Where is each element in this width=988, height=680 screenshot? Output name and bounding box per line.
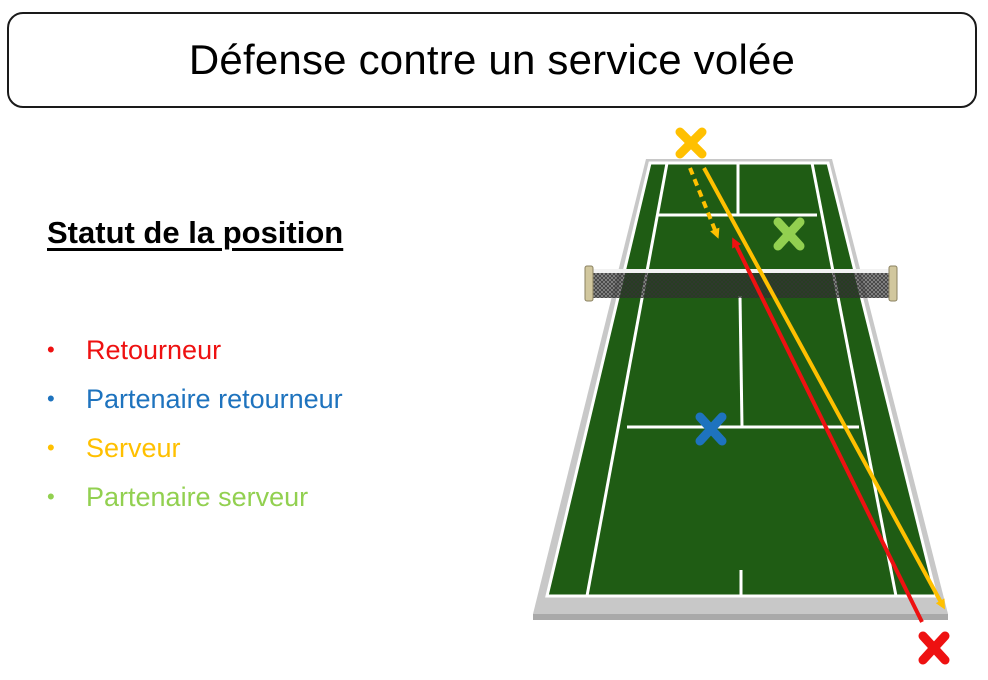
- court-surround-edge: [533, 614, 948, 620]
- tennis-net: [584, 265, 898, 302]
- bullet-icon: •: [47, 483, 55, 509]
- returner-marker-icon: [918, 631, 950, 665]
- legend-label-server-partner: Partenaire serveur: [86, 481, 309, 512]
- shot-trajectories: [688, 167, 945, 623]
- return-path-arrow: [732, 237, 924, 623]
- server-approach-arrow: [688, 167, 720, 239]
- section-subtitle: Statut de la position: [47, 215, 344, 250]
- server-partner-marker-icon: [773, 217, 805, 251]
- legend-list: • Retourneur • Partenaire retourneur • S…: [47, 325, 343, 521]
- legend-item-server: • Serveur: [47, 423, 343, 472]
- server-marker-icon: [675, 127, 707, 159]
- legend-item-returner: • Retourneur: [47, 325, 343, 374]
- legend-label-server: Serveur: [86, 432, 181, 463]
- title-box: Défense contre un service volée: [7, 12, 977, 108]
- legend-label-returner-partner: Partenaire retourneur: [86, 383, 343, 414]
- legend-item-server-partner: • Partenaire serveur: [47, 472, 343, 521]
- bullet-icon: •: [47, 385, 55, 411]
- returner-partner-marker-icon: [695, 412, 727, 446]
- serve-path-arrow: [702, 167, 945, 610]
- bullet-icon: •: [47, 336, 55, 362]
- legend-label-returner: Retourneur: [86, 334, 222, 365]
- page-title: Défense contre un service volée: [188, 36, 796, 83]
- legend-item-returner-partner: • Partenaire retourneur: [47, 374, 343, 423]
- bullet-icon: •: [47, 434, 55, 460]
